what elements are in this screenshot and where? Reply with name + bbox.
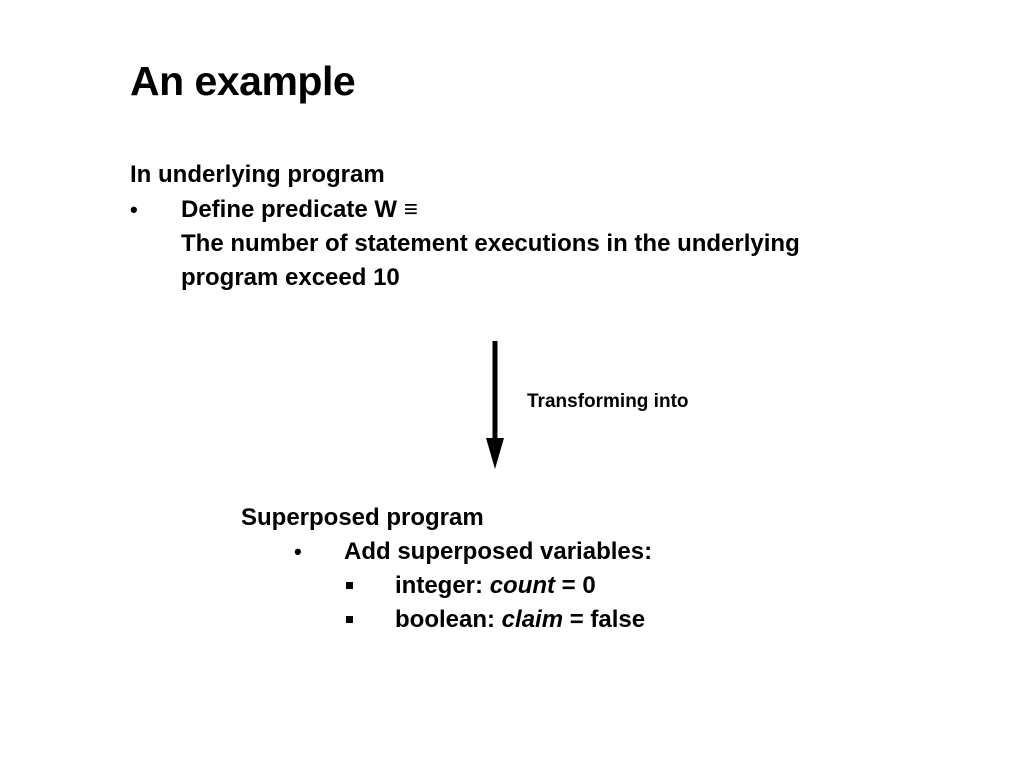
variable-item-claim: boolean: claim = false xyxy=(395,603,645,637)
variable-name: count xyxy=(489,572,556,599)
slide-title: An example xyxy=(130,58,356,104)
down-arrow-icon xyxy=(486,341,504,469)
variable-type: boolean: xyxy=(395,606,502,633)
bullet-dot: • xyxy=(294,539,302,564)
variable-init: = 0 xyxy=(555,572,596,599)
bullet-add-variables: Add superposed variables: xyxy=(344,538,653,565)
arrow-label: Transforming into xyxy=(527,391,689,412)
bullet-define-predicate: Define predicate W ≡ xyxy=(181,196,418,223)
variable-item-count: integer: count = 0 xyxy=(395,569,596,603)
variable-init: = false xyxy=(563,606,646,633)
bullet-continuation-line: program exceed 10 xyxy=(181,264,400,291)
section-heading-underlying: In underlying program xyxy=(130,161,385,188)
square-bullet-icon xyxy=(346,616,353,623)
variable-type: integer: xyxy=(395,572,490,599)
variable-name: claim xyxy=(501,606,564,633)
bullet-dot: • xyxy=(130,197,138,222)
bullet-continuation-line: The number of statement executions in th… xyxy=(181,230,800,257)
square-bullet-icon xyxy=(346,582,353,589)
section-heading-superposed: Superposed program xyxy=(241,504,484,531)
